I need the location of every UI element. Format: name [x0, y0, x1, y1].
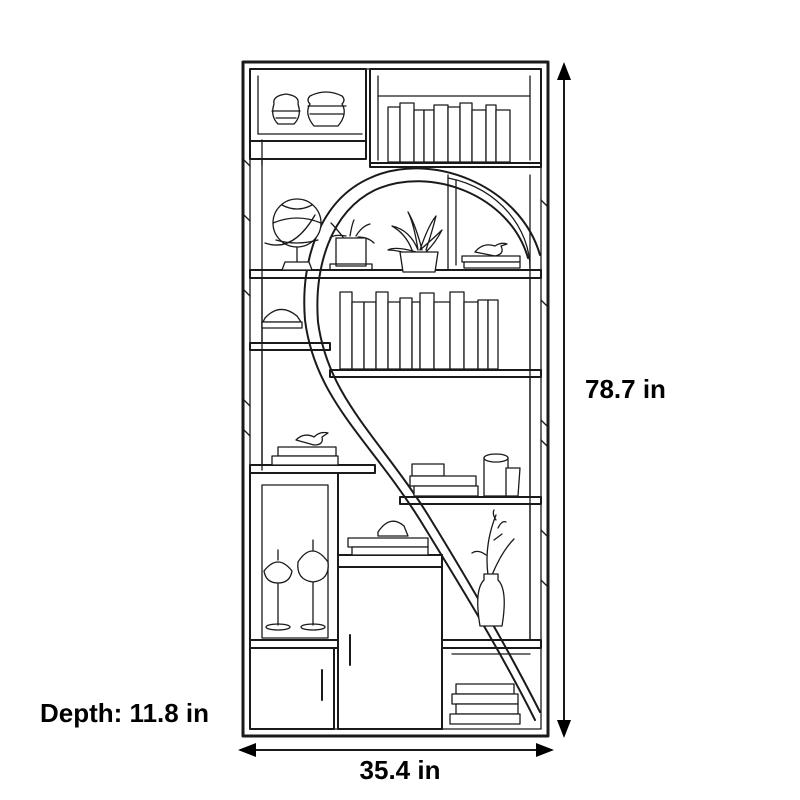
- vase-pair-icon: [271, 91, 347, 127]
- decor-bowl-icon: [261, 308, 303, 329]
- potted-plant-icon: [329, 219, 375, 271]
- globe-icon: [264, 198, 322, 271]
- books-middle-icon: [339, 291, 499, 370]
- flower-vase-icon: [471, 509, 515, 627]
- depth-label: Depth: 11.8 in: [40, 698, 209, 728]
- bird-figurine-icon: [461, 242, 521, 269]
- height-label: 78.7 in: [585, 374, 666, 404]
- height-dimension-arrow: [557, 62, 571, 738]
- books-top-right-icon: [369, 102, 542, 164]
- top-compartments: [249, 68, 542, 168]
- books-bottom-right-icon: [449, 653, 531, 725]
- vase-stand-icon: [263, 539, 329, 631]
- bird-on-books-icon: [271, 431, 339, 466]
- cabinet-top-decor-icon: [347, 520, 429, 556]
- curved-divider: [303, 167, 541, 721]
- book-stack-icon: [409, 453, 521, 497]
- bottom-cabinets: [249, 566, 443, 730]
- succulent-plant-icon: [387, 211, 443, 273]
- width-label: 35.4 in: [360, 755, 441, 785]
- bookshelf-illustration: [241, 60, 550, 738]
- width-dimension-arrow: [238, 743, 554, 757]
